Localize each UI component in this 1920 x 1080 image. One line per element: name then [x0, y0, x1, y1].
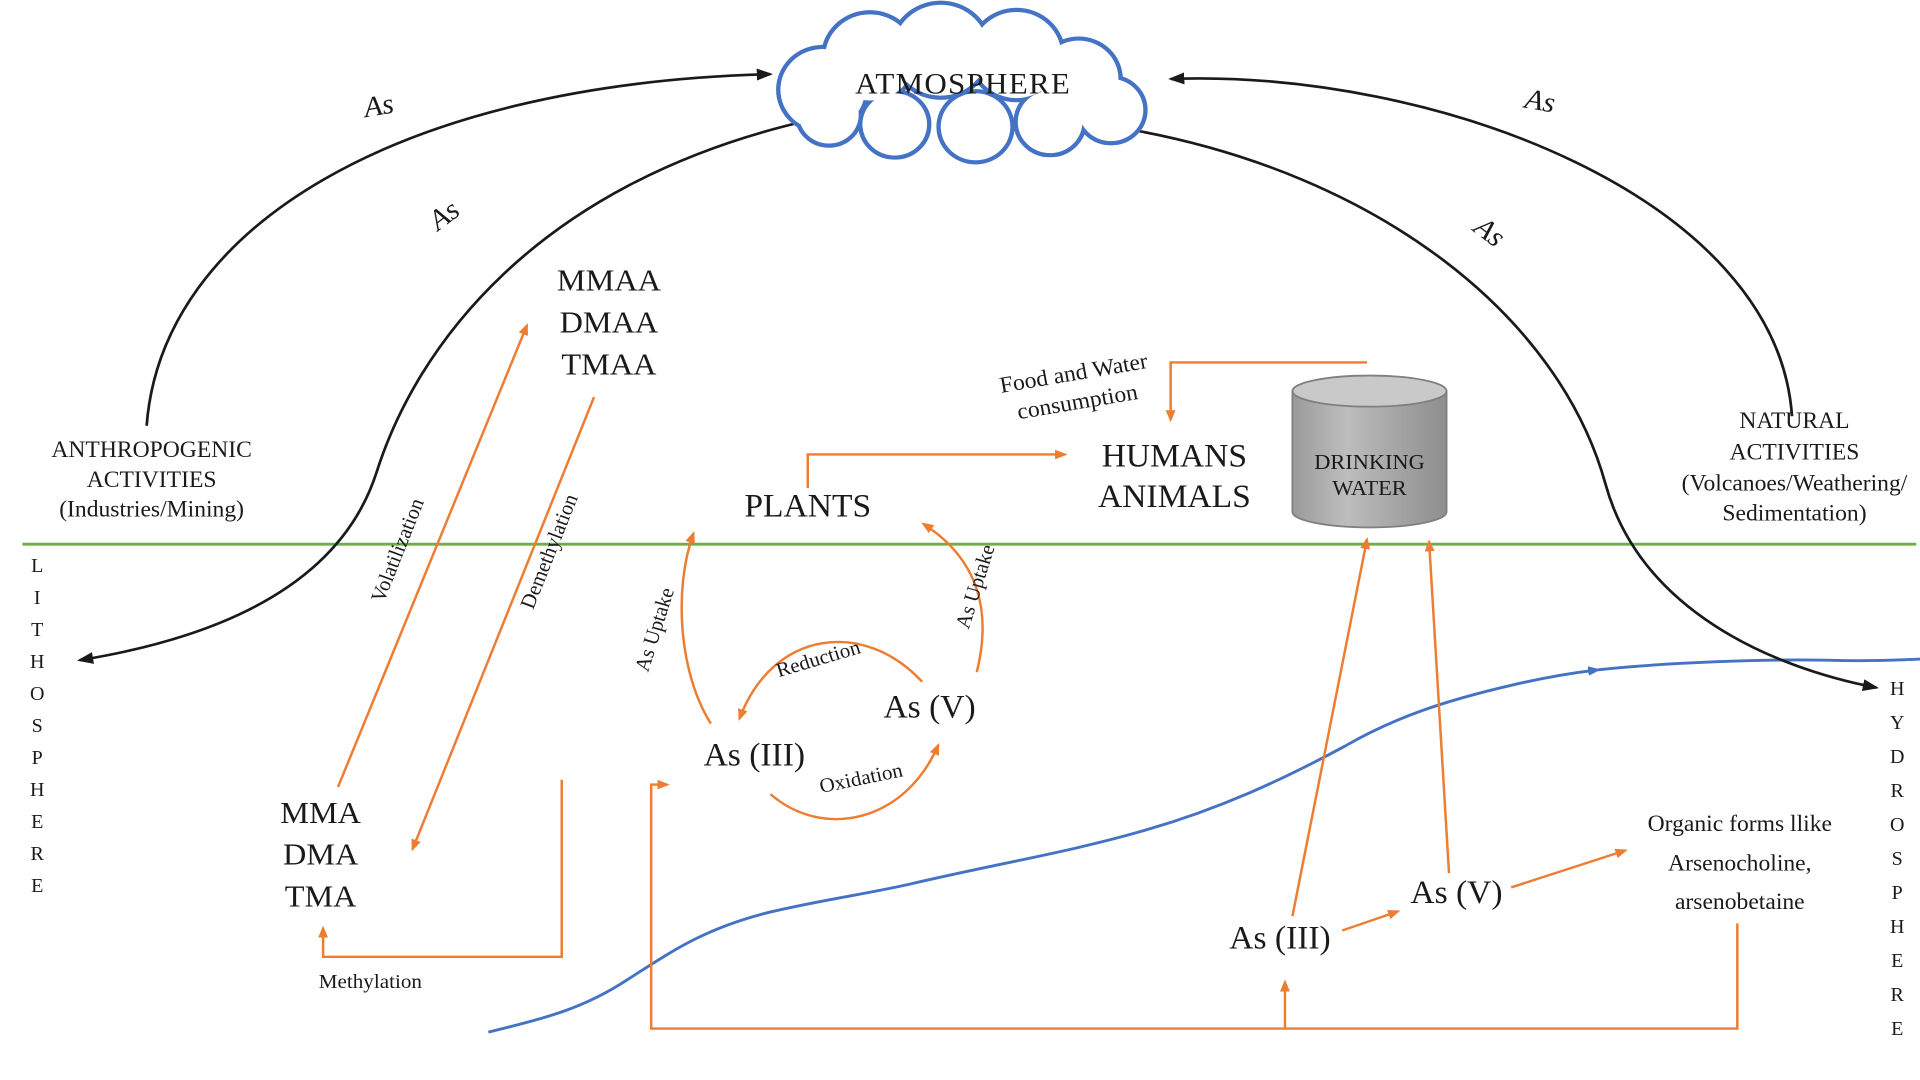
arrow-atmosphere-to-lithosphere [77, 120, 802, 664]
oxidation-label: Oxidation [818, 760, 906, 798]
arrow-as5-to-drinkingwater [1424, 539, 1451, 874]
natural-line2: ACTIVITIES [1730, 440, 1860, 465]
natural-activities-block: NATURAL ACTIVITIES (Volcanoes/Weathering… [1682, 409, 1908, 527]
tma-label: TMA [285, 879, 357, 913]
mmaa-label: MMAA [557, 263, 661, 297]
arrow-methylation [318, 779, 563, 959]
water-table-line [488, 666, 1601, 1034]
as-flux-label-left-outer: As [359, 88, 396, 124]
organic-forms-line1: Organic forms llike [1648, 812, 1832, 837]
drinking-water-line1: DRINKING [1314, 449, 1425, 474]
mma-label: MMA [280, 795, 361, 829]
arrow-anthropogenic-to-atmosphere [145, 68, 773, 426]
as5-water-label: As (V) [1410, 876, 1502, 911]
arrow-reduction [738, 640, 924, 722]
methylation-label: Methylation [319, 971, 423, 993]
natural-line3: (Volcanoes/Weathering/ [1682, 471, 1908, 496]
as5-soil-label: As (V) [883, 690, 975, 725]
humans-label: HUMANS [1102, 439, 1247, 474]
organic-forms-line2: Arsenocholine, [1668, 851, 1811, 876]
arrow-uptake-left [680, 531, 712, 725]
as3-water-label: As (III) [1229, 921, 1330, 956]
as-flux-label-right-inner: As [1466, 210, 1511, 254]
anthropogenic-line1: ANTHROPOGENIC [51, 437, 252, 462]
anthropogenic-activities-block: ANTHROPOGENIC ACTIVITIES (Industries/Min… [51, 437, 252, 522]
organic-forms-block: Organic forms llike Arsenocholine, arsen… [1648, 812, 1832, 915]
arrow-volatilization [336, 323, 529, 788]
as-uptake-left-label: As Uptake [631, 585, 679, 674]
as-flux-label-right-outer: As [1521, 83, 1558, 119]
anthropogenic-line3: (Industries/Mining) [59, 497, 244, 522]
as3-soil-label: As (III) [704, 738, 805, 773]
anthropogenic-line2: ACTIVITIES [87, 467, 217, 492]
arrow-uptake-right [921, 522, 984, 673]
atmosphere-label: ATMOSPHERE [855, 67, 1071, 100]
as-flux-label-left-inner: As [421, 194, 466, 238]
organic-forms-line3: arsenobetaine [1675, 889, 1805, 914]
atmosphere-cloud: ATMOSPHERE [776, 0, 1148, 165]
arrow-organic-recycle-to-as3-soil [649, 779, 1739, 1030]
drinking-water-line2: WATER [1332, 476, 1407, 501]
arrow-oxidation [769, 742, 940, 821]
arrow-drinkingwater-to-humans [1165, 361, 1367, 423]
arrow-atmosphere-to-hydrosphere [1128, 127, 1879, 691]
dmaa-label: DMAA [560, 305, 659, 339]
tmaa-label: TMAA [561, 347, 656, 381]
arrow-natural-to-atmosphere [1168, 72, 1794, 417]
water-table-line-right [1597, 657, 1920, 672]
natural-line1: NATURAL [1739, 409, 1849, 434]
arrow-plants-to-humans [806, 449, 1068, 488]
methylated-soil-block: MMA DMA TMA [280, 795, 361, 913]
dma-label: DMA [283, 837, 358, 871]
methylated-air-block: MMAA DMAA TMAA [557, 263, 661, 381]
drinking-water-cylinder: DRINKING WATER [1291, 374, 1448, 529]
arrow-as5-to-organic [1510, 848, 1628, 889]
arrow-demethylation [411, 396, 596, 852]
arrow-as3-to-as5-water [1341, 910, 1401, 932]
animals-label: ANIMALS [1098, 480, 1251, 515]
arrow-as3-to-drinkingwater [1291, 537, 1371, 917]
plants-label: PLANTS [744, 489, 871, 524]
natural-line4: Sedimentation) [1722, 501, 1866, 526]
